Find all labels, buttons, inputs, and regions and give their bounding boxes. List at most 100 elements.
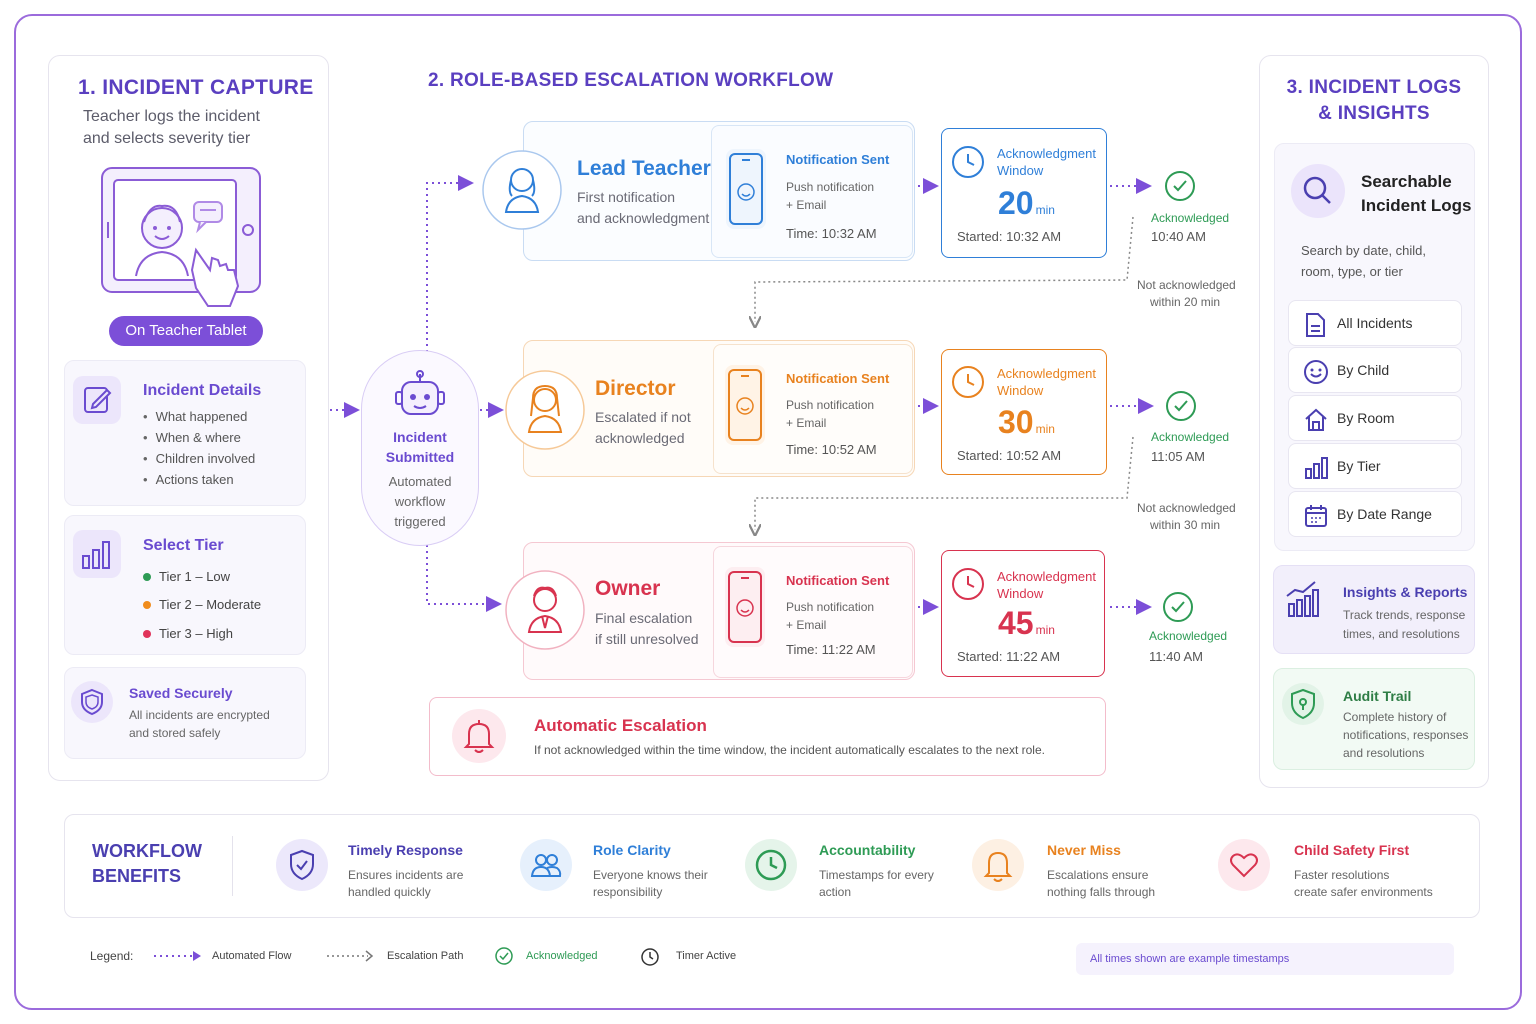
filter-by-tier[interactable]: By Tier [1288,443,1462,489]
lead-teacher-title: Lead Teacher [577,157,711,180]
tier-2-label: Tier 2 – Moderate [159,597,262,612]
phone-icon [724,566,766,648]
benefit-desc-accountability-2: action [819,885,852,899]
hub-desc-3: triggered [394,514,446,529]
filter-by-child[interactable]: By Child [1288,347,1462,393]
searchable-desc-2: room, type, or tier [1301,264,1403,279]
filter-label: By Date Range [1337,506,1432,522]
filter-all-incidents[interactable]: All Incidents [1288,300,1462,346]
director-desc-2: acknowledged [595,430,685,446]
lead-ack-value: 20 [998,185,1034,221]
filter-label: By Tier [1337,458,1381,474]
owner-notif-time: Time: 11:22 AM [786,642,876,657]
bar-chart-icon [73,530,121,578]
filter-label: All Incidents [1337,315,1413,331]
workflow-title: 2. ROLE-BASED ESCALATION WORKFLOW [428,70,834,91]
capture-subtitle-1: Teacher logs the incident [83,108,260,125]
hub-desc-2: workflow [394,494,446,509]
owner-notif-title: Notification Sent [786,573,890,588]
owner-desc-1: Final escalation [595,610,693,626]
audit-desc-2: notifications, responses [1343,728,1469,742]
legend-escalation: Escalation Path [387,950,464,962]
check-circle-icon [1165,390,1197,422]
owner-ack-unit: min [1035,623,1055,637]
audit-desc-3: and resolutions [1343,746,1425,760]
filter-by-room[interactable]: By Room [1288,395,1462,441]
escalate-note-1-line-1: Not acknowledged [1137,278,1236,292]
logs-title-1: 3. INCIDENT LOGS [1286,77,1462,98]
audit-title: Audit Trail [1343,688,1412,704]
benefit-desc-never-miss-2: nothing falls through [1047,885,1156,899]
benefits-title-2: BENEFITS [92,866,182,886]
search-icon[interactable] [1290,163,1346,219]
clock-icon [744,838,798,892]
select-tier-title: Select Tier [143,537,224,554]
owner-ack-label: Acknowledged [1149,629,1228,643]
calendar-icon [1303,503,1329,529]
clock-icon [640,947,660,967]
filter-by-date-range[interactable]: By Date Range [1288,491,1462,537]
outer-frame [14,14,1522,1010]
detail-item: What happened [143,406,255,427]
tablet-illustration [100,166,270,316]
director-title: Director [595,377,676,400]
insights-reports-card[interactable] [1273,565,1475,654]
director-ack-value: 30 [998,404,1034,440]
legend-acknowledged: Acknowledged [526,950,598,962]
tier-3-label: Tier 3 – High [159,626,233,641]
detail-item: Children involved [143,448,256,469]
automated-flow-arrow [154,951,201,961]
automatic-escalation-banner [429,697,1106,776]
owner-ack-window [941,550,1105,677]
shield-lock-icon [1281,682,1325,726]
lead-ack-window [941,128,1107,258]
detail-item: When & where [143,427,255,448]
tablet-label-pill: On Teacher Tablet [109,316,263,346]
director-notif-line-1: Push notification [786,398,875,412]
filter-label: By Child [1337,362,1390,378]
detail-item: Actions taken [143,469,255,490]
benefits-divider [232,836,233,896]
phone-icon [725,148,767,230]
searchable-title-2: Incident Logs [1361,196,1472,215]
insights-title: Insights & Reports [1343,584,1468,600]
shield-check-icon [275,838,329,892]
home-icon [1303,407,1329,433]
escalate-note-2-line-2: within 30 min [1150,518,1221,532]
tier-option-3[interactable]: Tier 3 – High [143,626,233,641]
owner-avatar-icon [505,568,585,652]
director-desc-1: Escalated if not [595,409,691,425]
phone-icon [724,364,766,446]
clock-icon [951,567,985,601]
capture-title: 1. INCIDENT CAPTURE [78,76,314,99]
lead-ack-started: Started: 10:32 AM [957,229,1062,244]
owner-title: Owner [595,577,661,600]
check-circle-icon [1164,170,1196,202]
bell-icon [971,838,1025,892]
searchable-title-1: Searchable [1361,172,1452,191]
director-ack-window [941,349,1107,475]
owner-ack-title-2: Window [997,586,1044,601]
lead-notif-line-2: + Email [786,198,827,212]
filter-label: By Room [1337,410,1395,426]
tier-1-dot [143,573,151,581]
auto-escalation-desc: If not acknowledged within the time wind… [534,743,1045,757]
benefit-desc-child-safety-2: create safer environments [1294,885,1433,899]
saved-title: Saved Securely [129,685,233,701]
clock-icon [951,145,985,179]
director-ack-unit: min [1035,422,1055,436]
benefit-title-never-miss: Never Miss [1047,842,1121,858]
users-icon [519,838,573,892]
tier-option-1[interactable]: Tier 1 – Low [143,569,230,584]
trend-chart-icon [1281,578,1323,620]
lead-notif-line-1: Push notification [786,180,875,194]
smiley-icon [1303,359,1329,385]
benefit-desc-role-2: responsibility [593,885,663,899]
escalate-note-2-line-1: Not acknowledged [1137,501,1236,515]
lead-ack-title-1: Acknowledgment [997,146,1096,161]
owner-ack-value: 45 [998,605,1034,641]
tier-option-2[interactable]: Tier 2 – Moderate [143,597,261,612]
benefit-desc-timely-1: Ensures incidents are [348,868,464,882]
